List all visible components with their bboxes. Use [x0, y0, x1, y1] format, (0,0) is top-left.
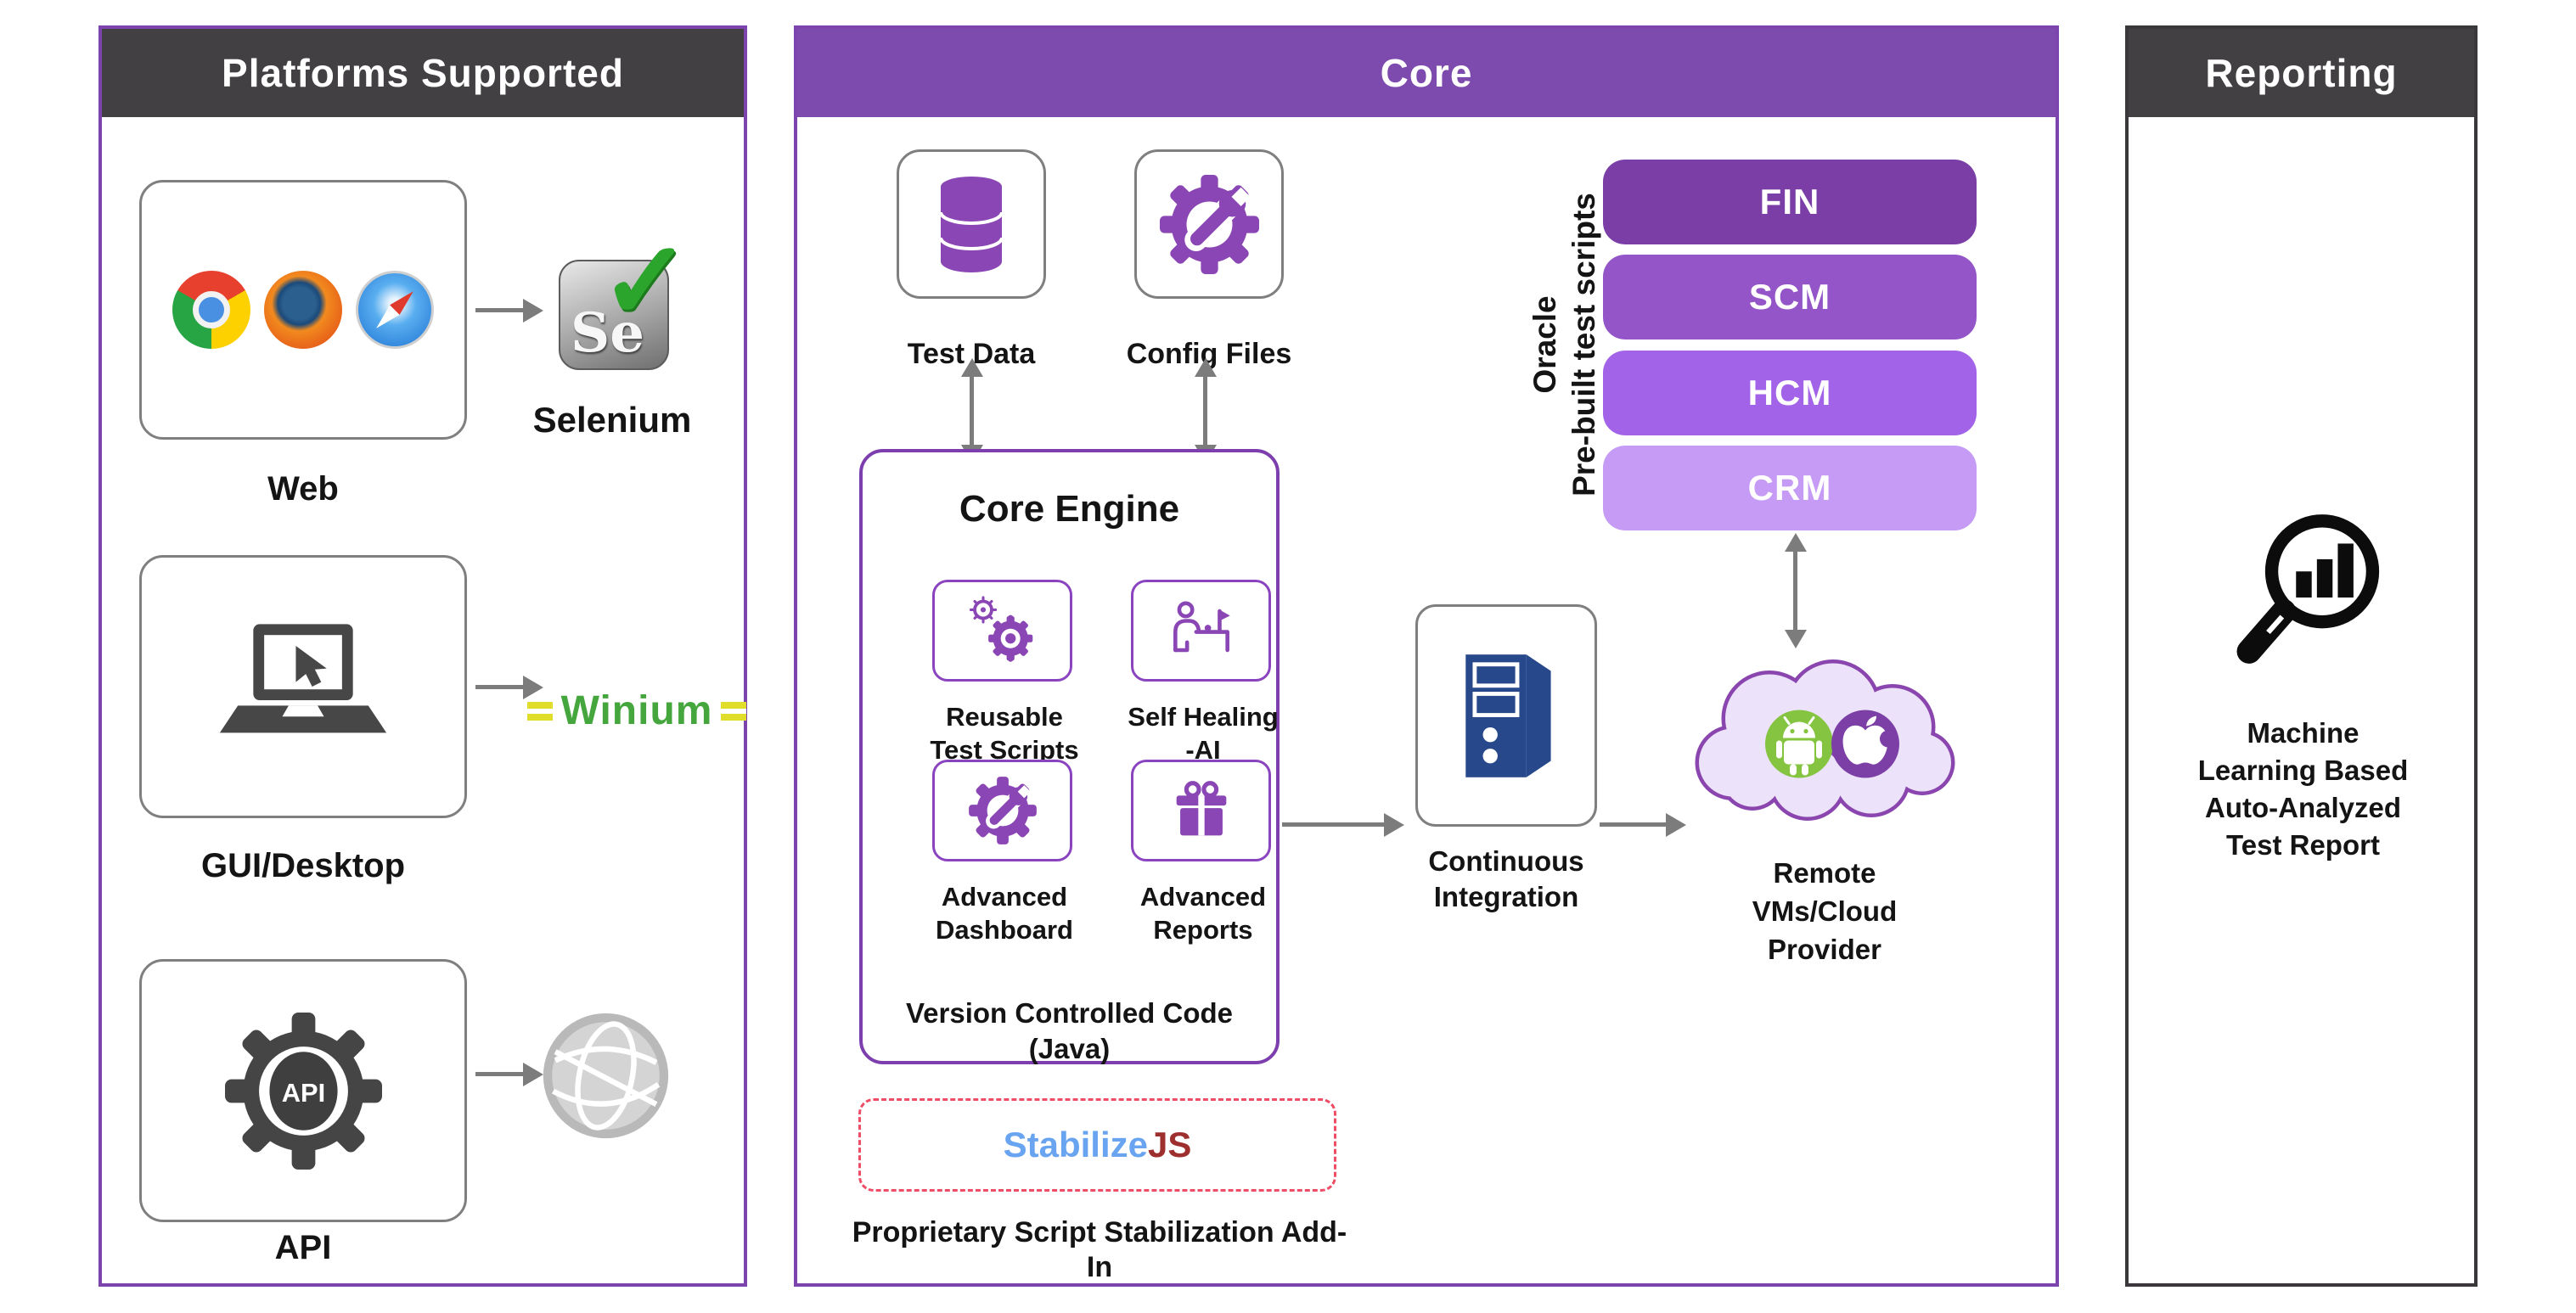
- test-data-engine-arrow: [970, 375, 974, 446]
- module-fin: FIN: [1603, 160, 1977, 244]
- reusable-test-scripts-label: Reusable Test Scripts: [930, 702, 1079, 765]
- core-panel: Core Test Data: [794, 25, 2059, 1287]
- web-label: Web: [267, 470, 339, 508]
- self-healing-ai-label: Self Healing -AI: [1128, 702, 1279, 765]
- android-icon: [1765, 710, 1833, 778]
- stabilizejs-brand-red: JS: [1148, 1125, 1192, 1164]
- check-icon: [600, 227, 691, 336]
- continuous-integration-box: [1415, 604, 1597, 827]
- reporting-panel: Reporting Machine Learning Based Auto-An…: [2125, 25, 2478, 1287]
- gui-label: GUI/Desktop: [200, 847, 406, 884]
- winium-logo: Winium: [526, 687, 747, 734]
- gift-icon: [1176, 781, 1226, 836]
- web-to-selenium-arrow: [475, 308, 523, 312]
- apple-icon: [1831, 710, 1899, 778]
- api-icon-text: API: [281, 1077, 324, 1107]
- self-healing-ai-box: [1131, 580, 1271, 682]
- api-label: API: [274, 1229, 332, 1266]
- gear-wrench-icon: [968, 777, 1037, 844]
- winium-bars-icon: [526, 701, 553, 721]
- advanced-reports-box: [1131, 760, 1271, 861]
- ml-report-caption: Machine Learning Based Auto-Analyzed Tes…: [2197, 717, 2409, 861]
- chrome-browser-icon: [172, 271, 250, 349]
- winium-logo-text: Winium: [560, 688, 713, 733]
- api-gear-icon: API: [224, 1012, 382, 1170]
- ml-report-magnifier-icon: [2236, 514, 2380, 664]
- core-engine-title: Core Engine: [959, 488, 1180, 530]
- gear-wrench-icon: [1159, 174, 1259, 274]
- core-engine-box: Core Engine: [859, 449, 1280, 1064]
- server-icon: [1465, 654, 1551, 777]
- advanced-dashboard-box: [932, 760, 1072, 861]
- selenium-logo-icon: Se: [559, 260, 669, 370]
- crm-cloud-arrow: [1793, 550, 1797, 631]
- ci-to-cloud-arrow: [1600, 822, 1666, 827]
- firefox-browser-icon: [264, 271, 342, 349]
- winium-bars-icon: [721, 701, 747, 721]
- remote-vms-cloud-label: Remote VMs/Cloud Provider: [1752, 857, 1898, 965]
- config-files-box: [1134, 149, 1284, 299]
- safari-browser-icon: [356, 271, 434, 349]
- globe-icon: [543, 1013, 669, 1139]
- test-data-box: [897, 149, 1046, 299]
- reporting-panel-title: Reporting: [2129, 29, 2474, 117]
- advanced-reports-label: Advanced Reports: [1139, 882, 1267, 945]
- advanced-dashboard-label: Advanced Dashboard: [936, 882, 1073, 945]
- selenium-label: Selenium: [532, 400, 692, 440]
- core-panel-title: Core: [797, 29, 2056, 117]
- config-files-engine-arrow: [1203, 375, 1207, 446]
- person-desk-icon: [1173, 601, 1230, 653]
- api-to-web-arrow: [475, 1072, 523, 1076]
- database-icon: [939, 177, 1004, 272]
- engine-to-ci-arrow: [1282, 822, 1384, 827]
- addin-caption: Proprietary Script Stabilization Add-In: [852, 1216, 1347, 1283]
- web-platform-box: [139, 180, 467, 440]
- module-scm: SCM: [1603, 255, 1977, 339]
- gui-platform-box: [139, 555, 467, 818]
- module-hcm: HCM: [1603, 351, 1977, 435]
- gears-icon: [969, 596, 1032, 662]
- reusable-test-scripts-box: [932, 580, 1072, 682]
- gui-to-winium-arrow: [475, 685, 523, 689]
- laptop-icon: [219, 624, 387, 733]
- stabilizejs-brand-blue: Stabilize: [1003, 1125, 1148, 1164]
- version-controlled-code-label: Version Controlled Code (Java): [905, 997, 1234, 1064]
- remote-vms-cloud-icon: [1695, 659, 1955, 821]
- continuous-integration-label: Continuous Integration: [1428, 845, 1584, 912]
- platforms-panel-title: Platforms Supported: [102, 29, 744, 117]
- api-platform-box: API: [139, 959, 467, 1222]
- module-crm: CRM: [1603, 446, 1977, 530]
- platforms-panel: Platforms Supported Web Se Selenium GUI/…: [98, 25, 747, 1287]
